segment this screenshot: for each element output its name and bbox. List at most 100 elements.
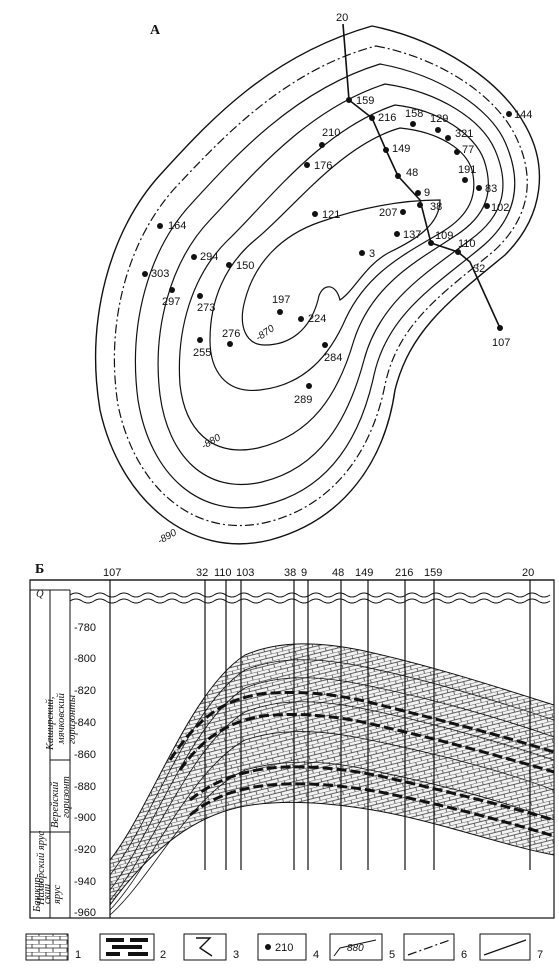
svg-text:159: 159: [356, 95, 374, 107]
well-207: 207: [379, 207, 406, 219]
svg-text:-780: -780: [74, 622, 96, 634]
panel-b-label: Б: [35, 562, 44, 577]
well-224: 224: [298, 313, 326, 325]
well-276: 276: [222, 328, 240, 347]
section-strata-lines: [109, 659, 555, 916]
well-158: 158: [405, 108, 423, 127]
svg-text:159: 159: [424, 567, 442, 579]
svg-text:7: 7: [537, 949, 543, 961]
svg-text:6: 6: [461, 949, 467, 961]
svg-text:289: 289: [294, 394, 312, 406]
svg-text:-960: -960: [74, 907, 96, 919]
svg-text:20: 20: [336, 12, 348, 24]
panel-a-map: А -870 -880 -890 20 159 216 158 129 144 …: [95, 12, 541, 547]
legend-item-6: 6: [403, 933, 467, 961]
well-121: 121: [312, 209, 340, 221]
svg-text:20: 20: [522, 567, 534, 579]
well-216: 216: [369, 112, 396, 124]
section-line: [342, 23, 501, 329]
svg-text:197: 197: [272, 294, 290, 306]
svg-text:-940: -940: [74, 876, 96, 888]
legend-item-7: 7: [479, 933, 543, 961]
panel-a-label: А: [150, 23, 161, 38]
quaternary-boundary-top: [69, 592, 551, 598]
well-149: 149: [383, 143, 410, 155]
well-32: 32: [473, 263, 485, 275]
svg-text:48: 48: [406, 167, 418, 179]
section-well-labels: 107 32 110 103 38 9 48 149 216 159 20: [103, 567, 534, 579]
well-273: 273: [197, 293, 215, 314]
legend-item-2: 2: [99, 933, 166, 961]
contour-outer-solid: [95, 25, 541, 545]
svg-text:207: 207: [379, 207, 397, 219]
legend: 1 2 3 210 4 880 5: [25, 933, 543, 961]
strat-stage-label: Намюрский ярус: [36, 830, 47, 906]
svg-text:32: 32: [473, 263, 485, 275]
well-150: 150: [226, 260, 254, 272]
svg-text:216: 216: [395, 567, 413, 579]
isoline-label-890: -890: [156, 527, 179, 547]
svg-text:210: 210: [322, 127, 340, 139]
svg-text:284: 284: [324, 352, 342, 364]
svg-text:38: 38: [284, 567, 296, 579]
svg-text:137: 137: [403, 229, 421, 241]
svg-text:176: 176: [314, 160, 332, 172]
well-176: 176: [304, 160, 332, 172]
well-144: 144: [506, 109, 532, 121]
svg-text:150: 150: [236, 260, 254, 272]
svg-text:107: 107: [103, 567, 121, 579]
well-48: 48: [395, 167, 418, 179]
svg-text:110: 110: [458, 238, 476, 250]
svg-text:109: 109: [435, 230, 453, 242]
svg-text:880: 880: [347, 943, 364, 954]
svg-text:158: 158: [405, 108, 423, 120]
legend-item-4: 210 4: [257, 933, 319, 961]
section-wells: [109, 580, 531, 918]
well-102: 102: [484, 202, 509, 214]
well-210: 210: [319, 127, 340, 148]
svg-text:-800: -800: [74, 653, 96, 665]
legend-item-5: 880 5: [329, 933, 395, 961]
svg-text:216: 216: [378, 112, 396, 124]
legend-item-3: 3: [183, 933, 239, 961]
well-110: 110: [455, 238, 476, 255]
svg-text:4: 4: [313, 949, 319, 961]
well-191: 191: [458, 164, 476, 183]
svg-text:Каширский,: Каширский,: [45, 697, 56, 751]
svg-text:ярус: ярус: [52, 884, 63, 905]
svg-text:121: 121: [322, 209, 340, 221]
svg-text:107: 107: [492, 337, 510, 349]
svg-text:9: 9: [301, 567, 307, 579]
svg-text:255: 255: [193, 347, 211, 359]
svg-text:-920: -920: [74, 844, 96, 856]
svg-text:9: 9: [424, 187, 430, 199]
svg-text:5: 5: [389, 949, 395, 961]
svg-text:-840: -840: [74, 717, 96, 729]
well-83: 83: [476, 183, 497, 195]
well-164: 164: [157, 220, 186, 232]
svg-text:ский: ский: [42, 883, 53, 904]
well-109: 109: [428, 230, 453, 246]
svg-text:1: 1: [75, 949, 81, 961]
svg-text:-820: -820: [74, 685, 96, 697]
quaternary-label: Q: [36, 589, 44, 600]
svg-text:164: 164: [168, 220, 186, 232]
well-137: 137: [394, 229, 421, 241]
well-markers: 20 159 216 158 129 144 321 210 149 77 17…: [142, 12, 532, 406]
well-159: 159: [346, 95, 374, 107]
svg-text:горизонты: горизонты: [67, 695, 78, 744]
well-255: 255: [193, 337, 211, 359]
svg-text:83: 83: [485, 183, 497, 195]
well-197: 197: [272, 294, 290, 315]
contour-2: [134, 63, 516, 509]
svg-text:276: 276: [222, 328, 240, 340]
svg-text:мячковский: мячковский: [56, 692, 67, 745]
svg-text:Башкир-: Башкир-: [32, 873, 43, 913]
well-9: 9: [415, 187, 430, 199]
svg-text:110: 110: [214, 567, 232, 579]
svg-text:-900: -900: [74, 812, 96, 824]
contour-5: [209, 127, 475, 391]
svg-text:303: 303: [151, 268, 169, 280]
svg-text:103: 103: [236, 567, 254, 579]
svg-text:191: 191: [458, 164, 476, 176]
